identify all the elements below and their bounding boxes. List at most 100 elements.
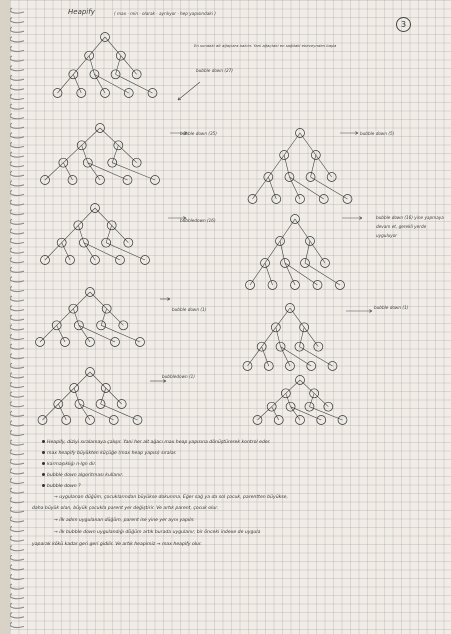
tree-edge (299, 346, 333, 367)
tree-node (101, 303, 112, 314)
tree-edge (359, 217, 363, 220)
binding-ring (10, 583, 25, 590)
binding-ring (10, 132, 25, 139)
tree-edge (73, 55, 90, 75)
tree-node (285, 401, 296, 412)
tree-node (37, 415, 48, 425)
tree-edge (81, 145, 89, 163)
tree-node (245, 280, 255, 290)
tree-node (267, 280, 278, 290)
tree-edge (73, 371, 91, 389)
note-line-5: bubble down ? (42, 484, 81, 489)
tree-edge (73, 74, 82, 94)
binding-ring (10, 343, 25, 350)
tree-node (310, 150, 321, 160)
tree-edge (56, 308, 74, 326)
tree-node (115, 50, 126, 61)
tree-node (51, 320, 62, 331)
tree-edge (58, 403, 67, 421)
tree-edge (289, 176, 301, 200)
step-label-2: bubble down (35) (180, 131, 217, 136)
tree-node (318, 194, 329, 204)
note-line-1: Heapify, diziyi sıralamaya çalışır. Yani… (42, 440, 271, 445)
tree-node (74, 399, 85, 409)
note-line-7: daha büyük olan, büyük çocukla parent ye… (32, 506, 219, 511)
binding-ring (10, 7, 25, 14)
tree-edge (63, 162, 73, 181)
binding-ring (10, 218, 25, 225)
tree-edge (247, 346, 262, 367)
tree-node (295, 128, 305, 138)
binding-ring (10, 93, 25, 101)
tree-node (242, 361, 253, 371)
tree-edge (304, 240, 311, 264)
tree-node (68, 303, 79, 314)
tree-node (35, 337, 45, 347)
binding-ring (10, 74, 25, 81)
tree-edge (369, 310, 373, 313)
tree-edge (44, 162, 64, 181)
binding-ring (10, 285, 25, 293)
tree-edge (299, 132, 317, 156)
tree-node (304, 401, 315, 412)
tree-edge (104, 36, 122, 56)
step-label-1: bubble down (27) (196, 68, 233, 73)
tree-edge (290, 406, 322, 421)
tree-node (280, 258, 290, 268)
tree-edge (118, 145, 137, 163)
binding-ring (10, 401, 25, 408)
tree-edge (78, 325, 116, 343)
tree-edge (284, 262, 296, 286)
tree-node (323, 401, 334, 412)
binding-ring (10, 199, 25, 206)
tree-edge (100, 387, 107, 405)
tree-node (53, 399, 64, 409)
binding-ring (10, 84, 25, 91)
tree-node (82, 157, 93, 168)
binding-ring (10, 468, 25, 475)
tree-edge (252, 176, 269, 200)
binding-ring (10, 429, 25, 437)
step-label-4: bubbledown (16) (180, 218, 216, 223)
step-label-8: bubbledown (1) (162, 374, 195, 379)
tree-edge (299, 327, 305, 347)
tree-edge (177, 99, 182, 101)
binding-ring (10, 65, 25, 72)
tree-node (320, 258, 330, 268)
tree-node (273, 415, 284, 425)
binding-ring (10, 17, 25, 24)
tree-edge (163, 379, 167, 382)
tree-node (327, 361, 338, 371)
binding-ring (10, 151, 25, 158)
tree-node (110, 337, 120, 347)
page-subtitle: ( max · min · olarak · ayrılıyor · hep y… (114, 11, 216, 16)
tree-edge (57, 74, 74, 94)
step-label-3: bubble down (5) (360, 131, 395, 136)
tree-node (110, 69, 121, 80)
binding-ring (10, 449, 25, 456)
tree-node (131, 69, 142, 80)
tree-edge (290, 406, 301, 421)
tree-edge (249, 262, 266, 286)
tree-edge (73, 291, 91, 309)
tree-node (73, 220, 84, 231)
tree-node (247, 194, 258, 204)
note-line-4: bubble down algoritması kullanır. (42, 473, 123, 478)
page-number: 3 (400, 20, 407, 29)
tree-edge (271, 406, 280, 421)
note-line-10: yaparak kökü kadar geri geri gidilir. Ve… (32, 542, 202, 547)
tree-node (113, 140, 124, 151)
tree-node (337, 415, 348, 425)
tree-edge (359, 216, 363, 219)
tree-edge (89, 291, 107, 309)
binding-ring (10, 439, 25, 446)
binding-ring (10, 362, 25, 369)
tree-edge (289, 307, 305, 328)
heap-tree-drawings (35, 32, 373, 425)
binding-ring (10, 257, 25, 264)
tree-edge (184, 131, 188, 134)
tree-edge (280, 346, 291, 367)
binding-ring (10, 161, 25, 168)
tree-edge (177, 81, 201, 101)
note-line-3: karmaşıklığı n·lgn dir. (42, 462, 96, 467)
